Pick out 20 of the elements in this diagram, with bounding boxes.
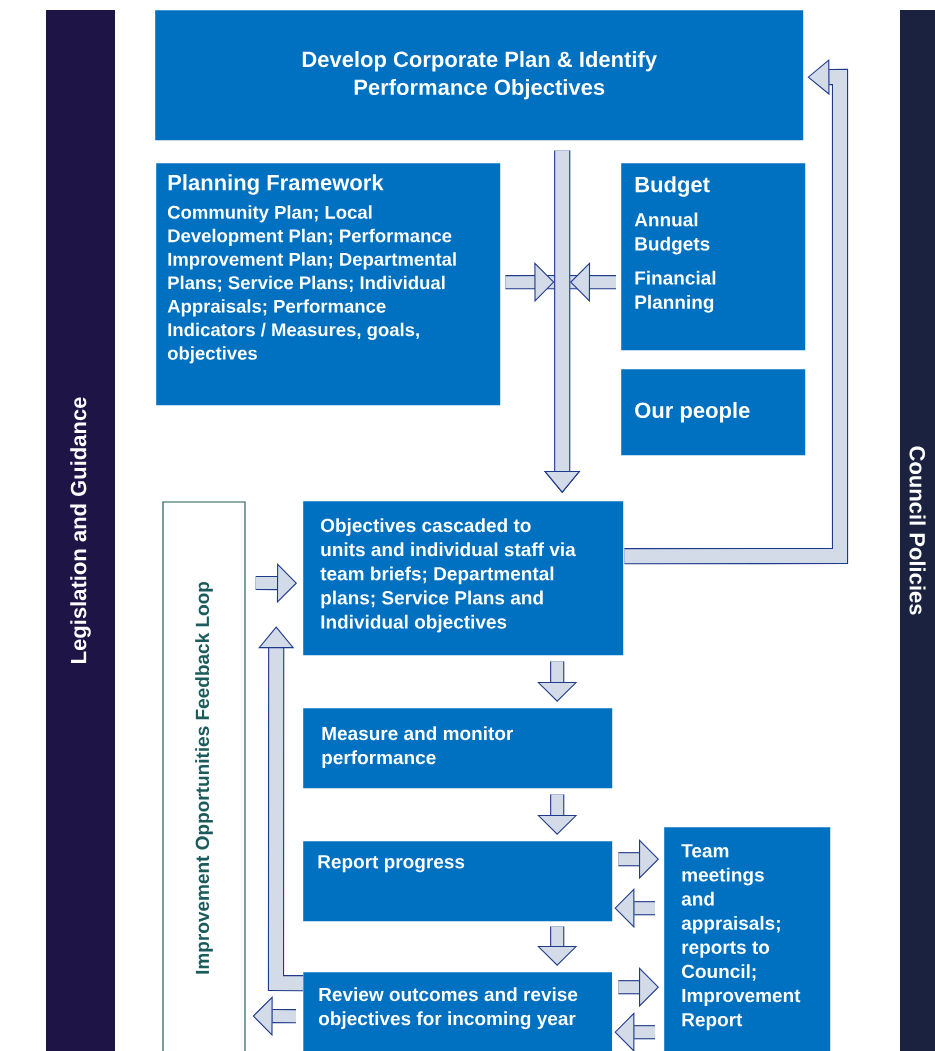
block-arrow [252,996,297,1037]
block-arrow [537,661,578,702]
process-box: Review outcomes and revise objectives for incoming year [303,972,613,1051]
block-arrow [537,926,578,966]
block-arrow [544,150,581,493]
side-band: Council Policies [900,10,935,1051]
side-band: Legislation and Guidance [46,10,115,1051]
block-arrow [537,794,578,835]
feedback-loop-box: Improvement Opportunities Feedback Loop [162,501,246,1051]
process-box: Our people [621,369,806,456]
process-box: Develop Corporate Plan & Identify Performance Objectives [155,10,804,141]
process-box: Objectives cascaded to units and individual staff via team briefs; Departmental plans; Service Plans and Individual objectives [303,501,624,656]
process-box: Report progress [303,841,613,922]
process-box: Measure and monitor performance [303,708,613,789]
block-arrow [258,626,304,992]
process-box: Budget Annual Budgets Financial Planning [621,163,806,351]
process-box: Team meetings and appraisals; reports to Council; Improvement Report [664,827,831,1051]
block-arrow [614,888,655,929]
block-arrow [614,1012,655,1051]
process-box: Planning Framework Community Plan; Local Development Plan; Performance Improvement Plan; Departmental Plans; Service Plans; Individual Appraisals; Performance Indicators / Measures, goals, objectives [156,163,501,406]
